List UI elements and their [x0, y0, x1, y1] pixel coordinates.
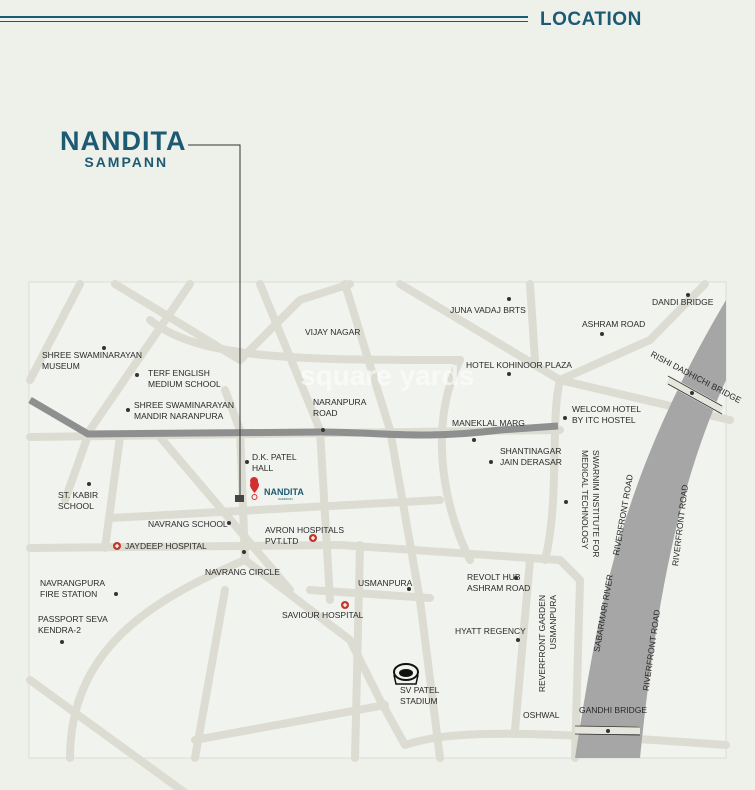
landmark[interactable]: OSHWAL [523, 710, 560, 720]
project-leader-line [188, 144, 241, 495]
landmark[interactable]: JAYDEEP HOSPITAL [113, 541, 207, 551]
page-title: LOCATION [540, 9, 642, 30]
landmark-label: DANDI BRIDGE [652, 297, 714, 307]
landmark-label: ASHRAM ROAD [582, 319, 645, 329]
landmark-dot-icon [507, 297, 511, 301]
landmark[interactable]: MANEKLAL MARG [452, 418, 525, 442]
landmark-dot-icon [60, 640, 64, 644]
landmark[interactable]: REVERFRONT GARDENUSMANPURA [537, 595, 558, 692]
landmark-label: MANEKLAL MARG [452, 418, 525, 428]
landmark-label: HOTEL KOHINOOR PLAZA [466, 360, 572, 370]
landmark-dot-icon [507, 372, 511, 376]
landmark-label: SWARNIM INSTITUTE FORMEDICAL TECHNOLOGY [580, 450, 601, 557]
landmark-label: GANDHI BRIDGE [579, 705, 647, 715]
location-pin-icon [250, 480, 259, 493]
landmark-dot-icon [600, 332, 604, 336]
main-road [28, 396, 559, 439]
landmark[interactable]: SWARNIM INSTITUTE FORMEDICAL TECHNOLOGY [564, 450, 601, 557]
project-subname: SAMPANN [84, 154, 169, 170]
landmark-label: VIJAY NAGAR [305, 327, 360, 337]
landmark[interactable]: NAVRANG CIRCLE [205, 550, 280, 577]
landmark[interactable]: HOTEL KOHINOOR PLAZA [466, 360, 572, 376]
landmark-label: REVERFRONT GARDENUSMANPURA [537, 595, 558, 692]
landmark-dot-icon [489, 460, 493, 464]
stadium-icon [393, 663, 419, 685]
landmark[interactable]: ASHRAM ROAD [582, 319, 645, 336]
landmark-dot-icon [227, 521, 231, 525]
landmark[interactable]: VIJAY NAGAR [305, 327, 360, 337]
landmark-dot-icon [563, 416, 567, 420]
landmark[interactable]: GANDHI BRIDGE [579, 705, 647, 733]
landmark-dot-icon [126, 408, 130, 412]
landmark-dot-icon [407, 587, 411, 591]
landmark-dot-icon [606, 729, 610, 733]
landmark-dot-icon [690, 391, 694, 395]
pin-sublabel: SAMPANN [278, 497, 293, 501]
landmark-dot-icon [114, 592, 118, 596]
landmark-dot-icon [102, 346, 106, 350]
landmark[interactable]: JUNA VADAJ BRTS [450, 297, 526, 315]
header-rule [0, 21, 528, 22]
landmark-label: NAVRANG SCHOOL [148, 519, 228, 529]
landmark-dot-icon [242, 550, 246, 554]
project-logo: NANDITA SAMPANN [60, 126, 187, 171]
landmark[interactable]: HYATT REGENCY [455, 626, 526, 642]
landmark-label: USMANPURA [358, 578, 413, 588]
landmark-dot-icon [514, 576, 518, 580]
landmark[interactable]: SAVIOUR HOSPITAL [282, 601, 364, 620]
pin-label: NANDITA [264, 487, 304, 497]
landmark[interactable]: DANDI BRIDGE [652, 293, 714, 307]
landmark-dot-icon [686, 293, 690, 297]
landmark-label: JAYDEEP HOSPITAL [125, 541, 207, 551]
landmark-label: SAVIOUR HOSPITAL [282, 610, 364, 620]
landmark-label: HYATT REGENCY [455, 626, 526, 636]
header-rule [0, 16, 528, 18]
watermark: square yards [300, 360, 474, 391]
landmark[interactable]: NAVRANG SCHOOL [148, 519, 231, 529]
project-pin[interactable]: NANDITA SAMPANN [250, 477, 304, 501]
landmark-dot-icon [321, 428, 325, 432]
project-name: NANDITA [60, 126, 187, 156]
landmark[interactable]: USMANPURA [358, 578, 413, 591]
landmark-dot-icon [87, 482, 91, 486]
landmark-dot-icon [135, 373, 139, 377]
landmark-label: OSHWAL [523, 710, 560, 720]
landmark-label: NAVRANG CIRCLE [205, 567, 280, 577]
landmark-dot-icon [245, 460, 249, 464]
landmark-dot-icon [516, 638, 520, 642]
landmark-label: JUNA VADAJ BRTS [450, 305, 526, 315]
landmark-dot-icon [472, 438, 476, 442]
landmark-dot-icon [564, 500, 568, 504]
sabarmati-river [575, 300, 726, 758]
project-marker [235, 495, 244, 502]
